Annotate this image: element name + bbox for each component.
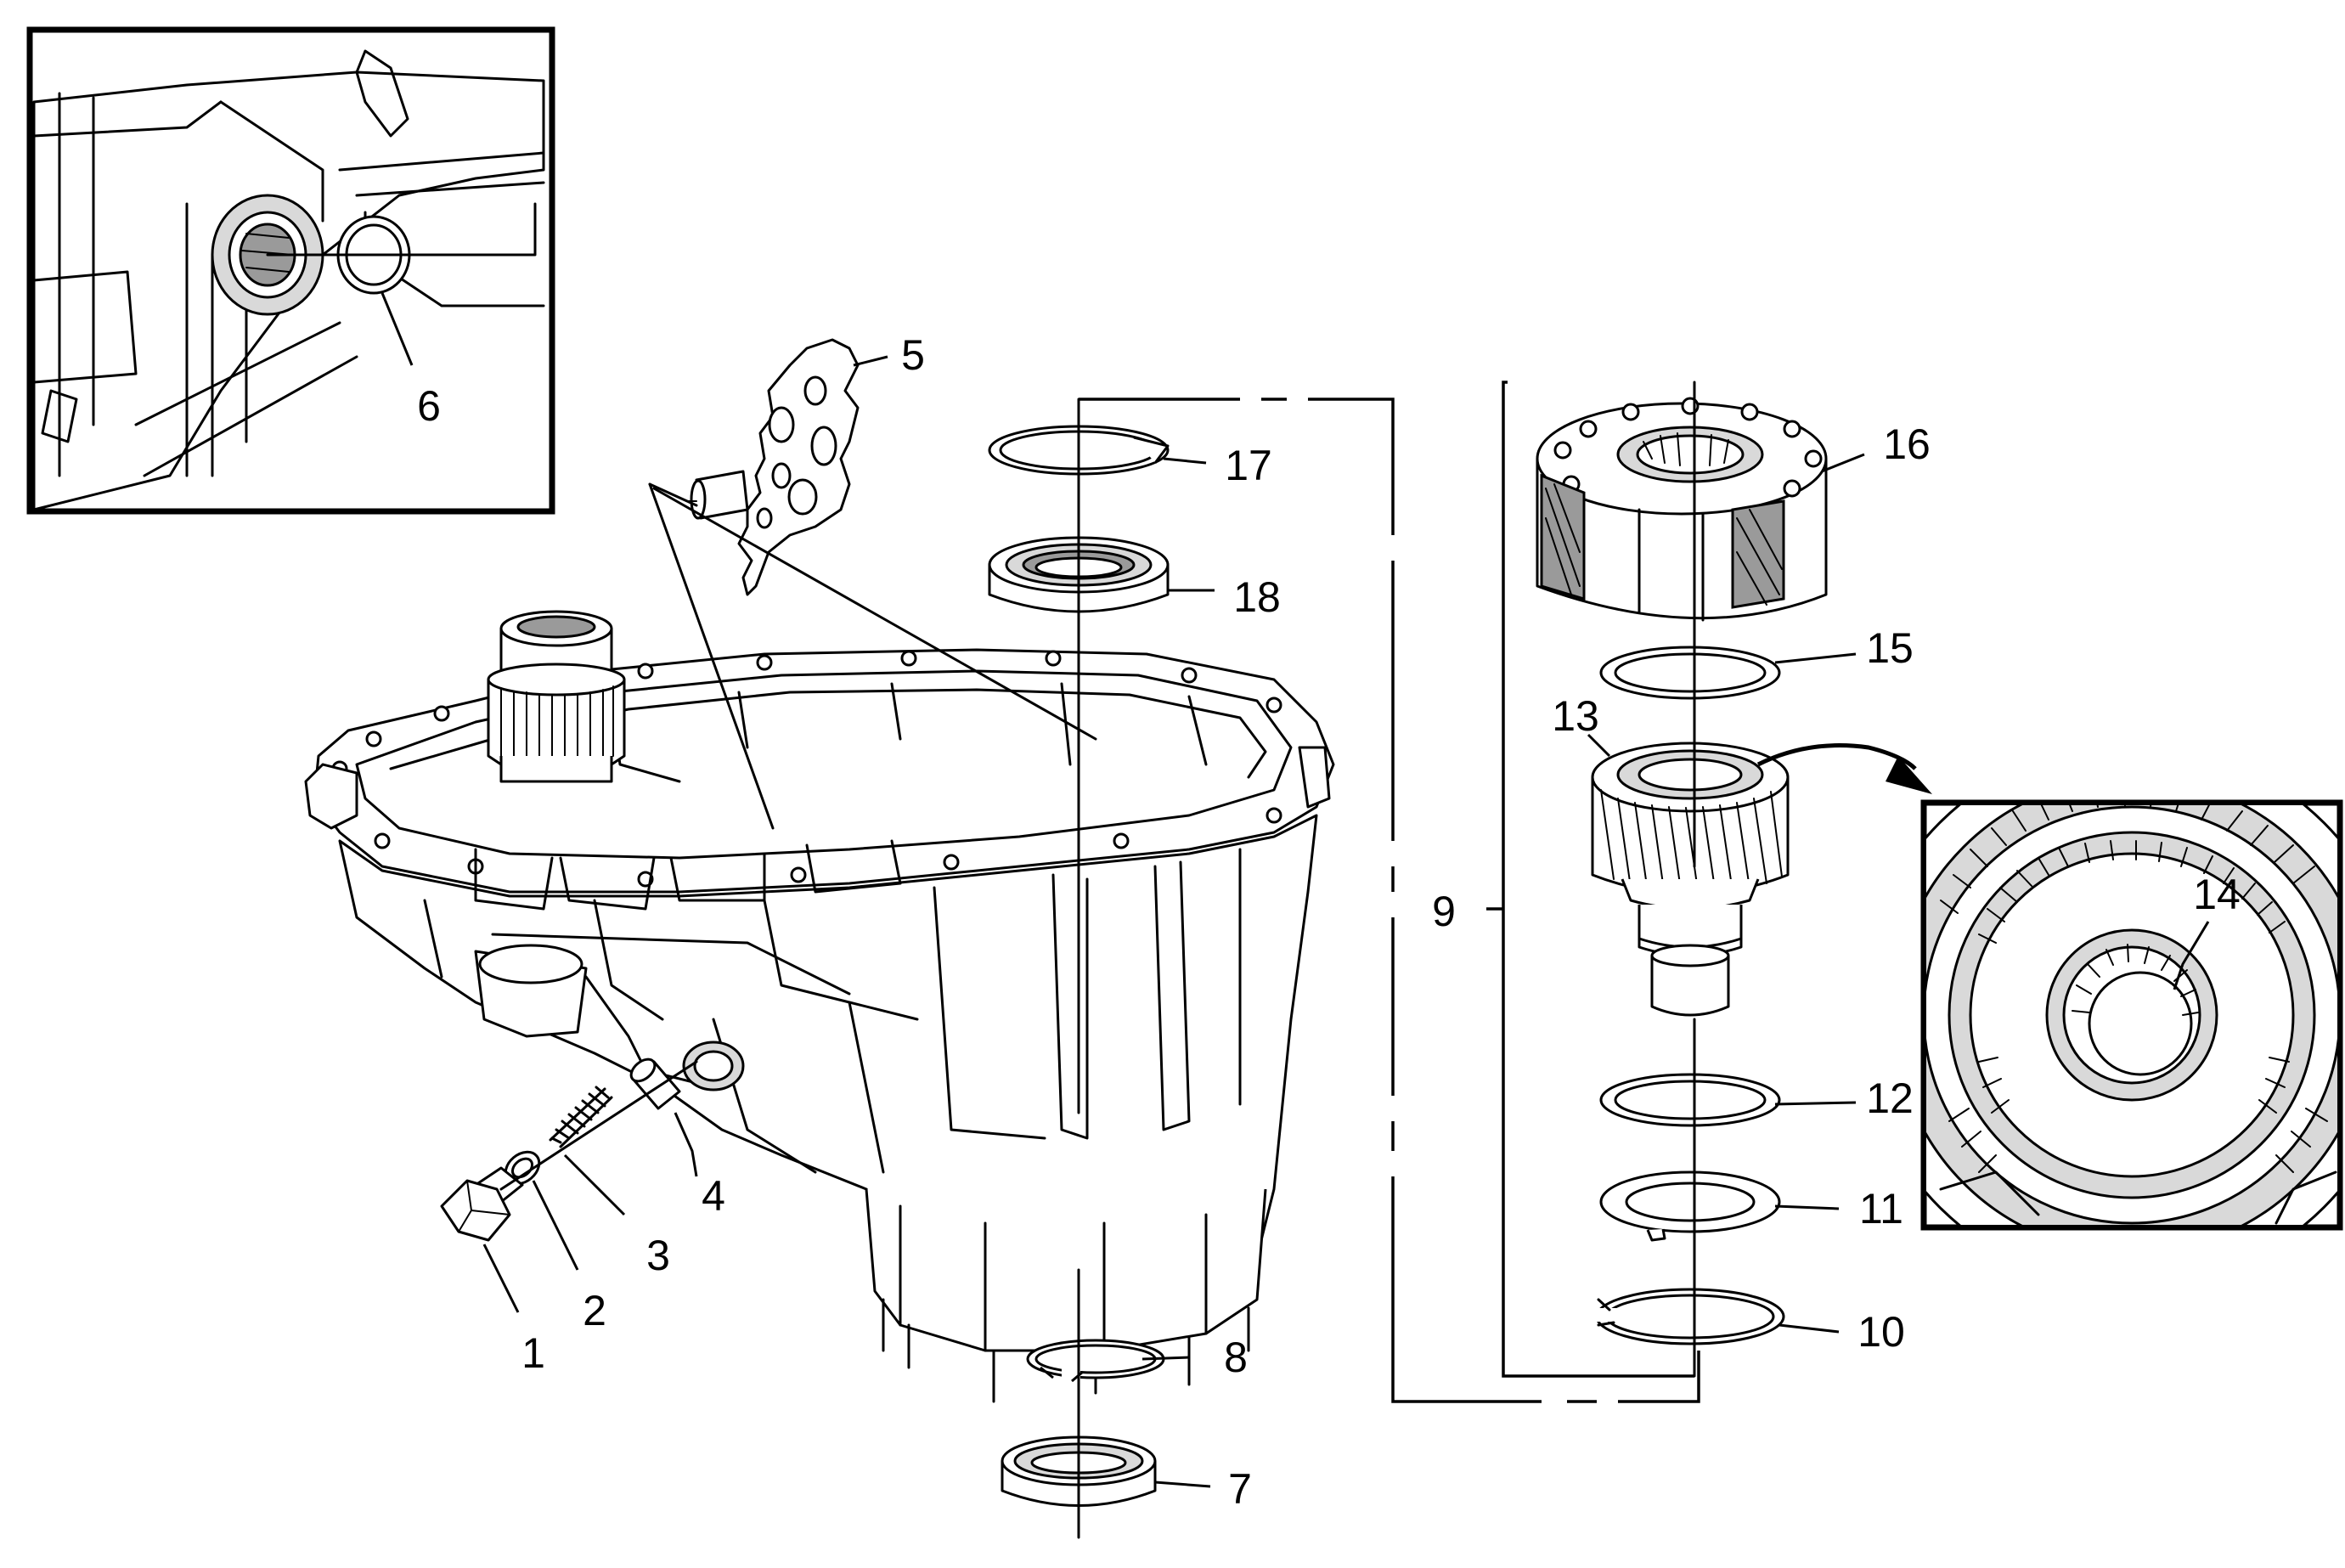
callout-16: 16 [1883,420,1931,468]
spring-part-3: 3 [549,1086,670,1279]
callout-6: 6 [417,382,441,430]
snap-ring-part-8: 8 [1026,1334,1248,1383]
callout-9: 9 [1432,888,1456,935]
center-parts-stack: 17 18 8 7 [988,398,1281,1539]
seal-part-7: 7 [1001,1435,1252,1513]
callout-3: 3 [646,1232,670,1279]
callout-1: 1 [521,1329,545,1377]
callout-18: 18 [1233,573,1281,621]
washer-part-2: 2 [504,1150,606,1334]
bearing-part-18: 18 [988,536,1281,621]
detent-assembly: 4 3 2 1 [440,1058,725,1377]
right-parts-stack: 16 15 13 [1536,381,1932,1378]
snap-ring-part-17: 17 [988,425,1272,489]
callout-7: 7 [1228,1465,1252,1513]
plunger-part-4: 4 [629,1058,725,1220]
washer-part-11: 11 [1599,1170,1903,1242]
callout-15: 15 [1866,624,1914,672]
callout-11: 11 [1859,1185,1903,1232]
plug-bolt-part-1: 1 [440,1166,545,1377]
snap-ring-part-10: 10 [1592,1288,1905,1356]
callout-8: 8 [1224,1334,1248,1381]
callout-12: 12 [1866,1074,1914,1122]
callout-14: 14 [2193,871,2241,918]
shift-plate-part-5: 5 [648,331,1097,830]
callout-5: 5 [901,331,925,379]
transfer-case-housing [304,610,1335,1403]
callout-4: 4 [702,1172,725,1220]
planetary-carrier-part-16: 16 [1536,397,1931,622]
callout-2: 2 [583,1287,606,1334]
detail-view-gear-splines: 14 [1920,799,2343,1231]
callout-13: 13 [1552,692,1599,740]
sun-gear-part-13: 13 [1552,692,1932,1017]
inset-detail-seal: 6 [26,26,555,515]
callout-10: 10 [1857,1308,1905,1356]
group-bracket-9: 9 [1079,381,1700,1403]
thrust-washer-part-15: 15 [1599,624,1914,700]
thrust-washer-part-12: 12 [1599,1073,1914,1127]
callout-17: 17 [1225,442,1272,489]
